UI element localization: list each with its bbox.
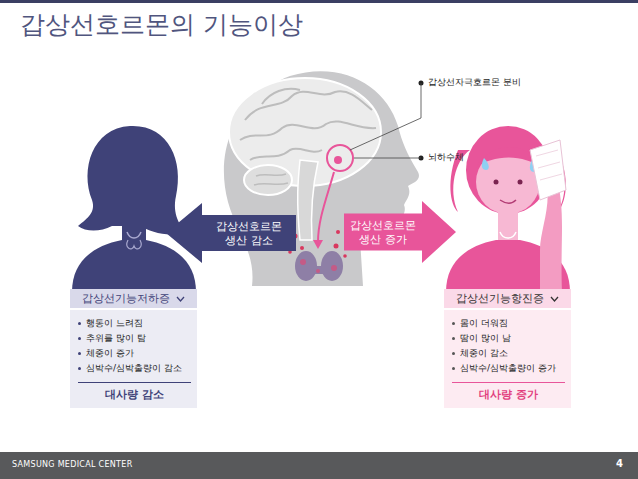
- leader-line: [350, 83, 421, 150]
- symptom-text: 심박수/심박출량이 증가: [460, 361, 556, 376]
- symptom-row: 체중이 증가: [78, 346, 191, 361]
- bullet-dot: [78, 337, 81, 340]
- symptom-text: 심박수/심박출량이 감소: [86, 361, 182, 376]
- symptom-text: 몸이 더워짐: [460, 316, 508, 331]
- woman-hyper: [446, 126, 570, 292]
- chevron-icon: [176, 296, 185, 302]
- symptom-text: 행동이 느려짐: [86, 316, 143, 331]
- bullet-dot: [452, 337, 455, 340]
- symptom-row: 심박수/심박출량이 증가: [452, 361, 565, 376]
- hormone-arrow-head: [313, 240, 323, 249]
- arrow-shape: 갑상선호르몬 생산 증가: [344, 201, 456, 263]
- head-silhouette: [224, 71, 419, 286]
- pituitary: [334, 156, 342, 164]
- disease-header: 갑상선기능항진증: [444, 289, 571, 308]
- symptom-row: 땀이 많이 남: [452, 331, 565, 346]
- symptom-list: 행동이 느려짐추위를 많이 탐체중이 증가심박수/심박출량이 감소대사량 감소: [70, 310, 197, 408]
- symptom-row: 심박수/심박출량이 감소: [78, 361, 191, 376]
- symptom-text: 체중이 증가: [86, 346, 134, 361]
- symptom-text: 땀이 많이 남: [460, 331, 511, 346]
- symptom-row: 체중이 감소: [452, 346, 565, 361]
- bullet-dot: [452, 367, 455, 370]
- symptom-row: 행동이 느려짐: [78, 316, 191, 331]
- pituitary-circle: [327, 145, 353, 171]
- arrow-label: 갑상선호르몬 생산 증가: [347, 218, 419, 246]
- arrow-outline: [166, 203, 296, 263]
- bullet-dot: [78, 367, 81, 370]
- bullet-dot: [78, 352, 81, 355]
- symptom-text: 추위를 많이 탐: [86, 331, 146, 346]
- metabolism-result: 대사량 증가: [452, 382, 565, 402]
- woman-hypo: [72, 126, 196, 292]
- leader-line: [354, 158, 421, 159]
- arrow-outline-fill: [166, 203, 296, 263]
- bullet-dot: [452, 322, 455, 325]
- title: 갑상선호르몬의 기능이상: [20, 8, 303, 41]
- symptom-text: 체중이 감소: [460, 346, 508, 361]
- footer-brand: SAMSUNG MEDICAL CENTER: [12, 460, 133, 469]
- arrow-label: 갑상선호르몬 생산 감소: [205, 219, 293, 247]
- symptom-row: 몸이 더워짐: [452, 316, 565, 331]
- thyroid: [295, 251, 343, 281]
- disease-name: 갑상선기능항진증: [456, 292, 544, 305]
- disease-name: 갑상선기능저하증: [82, 292, 170, 305]
- bullet-dot: [78, 322, 81, 325]
- chevron-icon: [550, 296, 559, 302]
- arrow-outline: [344, 201, 456, 263]
- page-number: 4: [616, 458, 623, 469]
- top-bar: [0, 0, 638, 3]
- metabolism-result: 대사량 감소: [78, 382, 191, 402]
- disease-header: 갑상선기능저하증: [70, 289, 197, 308]
- hormone-arrow: [318, 172, 334, 242]
- symptom-list: 몸이 더워짐땀이 많이 남체중이 감소심박수/심박출량이 증가대사량 증가: [444, 310, 571, 408]
- arrow-shape: 갑상선호르몬 생산 감소: [166, 203, 296, 263]
- symptom-row: 추위를 많이 탐: [78, 331, 191, 346]
- bullet-dot: [452, 352, 455, 355]
- footer-bar: [0, 452, 638, 479]
- arrow-outline-fill: [344, 201, 456, 263]
- callout-label: 뇌하수체: [428, 151, 464, 164]
- callout-label: 갑상선자극호르몬 분비: [428, 76, 521, 89]
